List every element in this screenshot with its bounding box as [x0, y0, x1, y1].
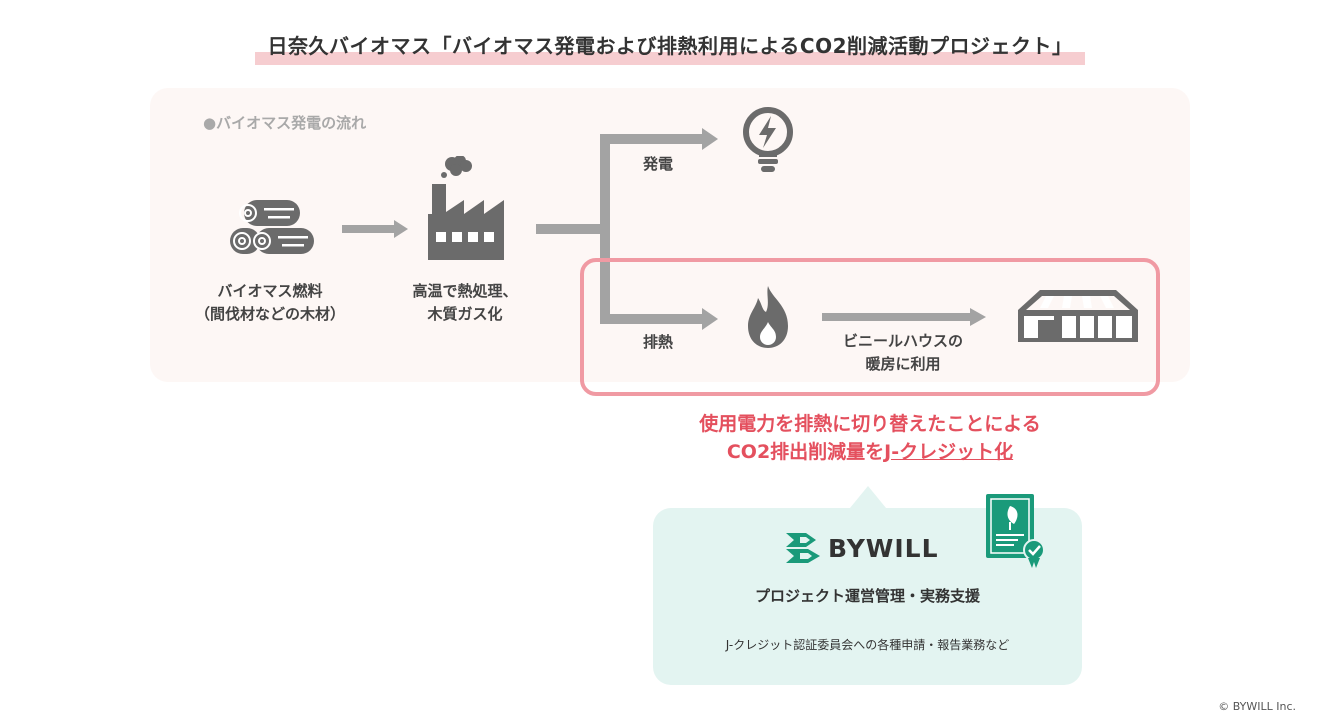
copyright: © BYWILL Inc.	[1218, 700, 1296, 713]
factory-icon	[428, 156, 504, 260]
credit-line2-underlined: J-クレジット化	[884, 441, 1014, 463]
branch-heat-label: 排熱	[642, 333, 673, 351]
lightbulb-icon	[743, 107, 793, 172]
greenhouse-icon	[1018, 290, 1138, 342]
bywill-role: プロジェクト運営管理・実務支援	[754, 587, 980, 605]
arrow-right-icon	[342, 220, 408, 238]
process-label: 高温で熱処理、 木質ガス化	[390, 280, 540, 326]
arrow-right-icon	[822, 308, 986, 326]
credit-line2: CO2排出削減量をJ-クレジット化	[640, 438, 1100, 466]
branch-connector	[536, 128, 718, 330]
credit-line2-prefix: CO2排出削減量を	[726, 441, 885, 463]
flame-icon	[748, 286, 788, 348]
bywill-brand-name: BYWILL	[828, 533, 939, 563]
bywill-logo-mark-icon	[786, 533, 820, 563]
credit-statement: 使用電力を排熱に切り替えたことによる CO2排出削減量をJ-クレジット化	[640, 410, 1100, 466]
fuel-label: バイオマス燃料 （間伐材などの木材）	[180, 280, 360, 326]
flow-section-label: ●バイオマス発電の流れ	[203, 114, 367, 132]
fuel-label-line1: バイオマス燃料	[217, 282, 323, 300]
greenhouse-label-line1: ビニールハウスの	[842, 332, 963, 350]
title-text: 日奈久バイオマス「バイオマス発電および排熱利用によるCO2削減活動プロジェクト」	[267, 34, 1073, 58]
greenhouse-label: ビニールハウスの 暖房に利用	[820, 330, 986, 376]
greenhouse-label-line2: 暖房に利用	[865, 355, 941, 373]
process-label-line1: 高温で熱処理、	[412, 282, 518, 300]
heat-utilization-highlight	[580, 258, 1160, 396]
certificate-icon	[986, 494, 1045, 568]
logs-icon	[230, 200, 314, 254]
title-underline	[255, 52, 1085, 65]
bywill-detail: J-クレジット認証委員会への各種申請・報告業務など	[725, 638, 1010, 652]
bubble-pointer	[850, 486, 886, 508]
bywill-logo: BYWILL	[786, 533, 939, 563]
process-label-line2: 木質ガス化	[427, 305, 503, 323]
credit-line1: 使用電力を排熱に切り替えたことによる	[699, 413, 1041, 435]
fuel-label-line2: （間伐材などの木材）	[194, 305, 345, 323]
branch-power-label: 発電	[642, 155, 673, 173]
page-title: 日奈久バイオマス「バイオマス発電および排熱利用によるCO2削減活動プロジェクト」	[255, 30, 1085, 66]
